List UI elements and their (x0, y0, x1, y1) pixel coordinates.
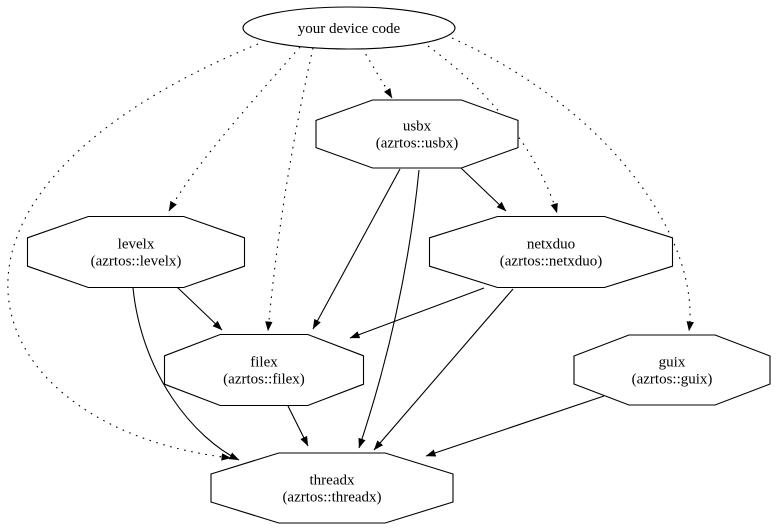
node-device-label-line1: your device code (298, 21, 401, 37)
edge-device-usbx (361, 47, 393, 99)
node-guix-shape (573, 334, 771, 406)
edge-device-filex (265, 47, 314, 332)
node-levelx: levelx(azrtos::levelx) (26, 215, 246, 289)
edge-levelx-filex (176, 286, 223, 331)
edge-guix-threadx (425, 395, 605, 457)
node-usbx-shape (315, 99, 519, 169)
node-levelx-shape (26, 215, 246, 289)
node-device: your device code (242, 6, 456, 50)
node-usbx: usbx(azrtos::usbx) (315, 99, 519, 169)
nodes-layer: your device codeusbx(azrtos::usbx)levelx… (26, 6, 771, 524)
edge-usbx-netxduo (460, 167, 507, 212)
node-guix: guix(azrtos::guix) (573, 334, 771, 406)
node-levelx-label-line2: (azrtos::levelx) (91, 254, 182, 270)
edges-layer (7, 37, 694, 461)
node-levelx-label-line1: levelx (118, 237, 155, 253)
node-filex: filex(azrtos::filex) (163, 333, 365, 407)
node-netxduo-shape (428, 215, 674, 289)
node-threadx-shape (210, 452, 454, 524)
edge-usbx-threadx (358, 169, 420, 449)
node-netxduo: netxduo(azrtos::netxduo) (428, 215, 674, 289)
node-guix-label-line2: (azrtos::guix) (632, 372, 713, 388)
node-filex-shape (163, 333, 365, 407)
edge-netxduo-threadx (373, 288, 514, 451)
node-filex-label-line1: filex (250, 355, 278, 371)
node-filex-label-line2: (azrtos::filex) (223, 372, 305, 388)
node-threadx-label-line1: threadx (310, 473, 355, 489)
node-threadx: threadx(azrtos::threadx) (210, 452, 454, 524)
node-threadx-label-line2: (azrtos::threadx) (282, 490, 381, 506)
node-netxduo-label-line1: netxduo (527, 237, 575, 253)
edge-filex-threadx (287, 405, 309, 447)
node-usbx-label-line1: usbx (403, 119, 432, 135)
edge-netxduo-filex (349, 287, 485, 339)
edge-usbx-filex (312, 168, 401, 330)
node-guix-label-line1: guix (659, 355, 686, 371)
node-device-shape (242, 6, 456, 50)
node-usbx-label-line2: (azrtos::usbx) (376, 136, 458, 152)
node-netxduo-label-line2: (azrtos::netxduo) (500, 254, 602, 270)
edge-levelx-threadx (132, 287, 240, 461)
